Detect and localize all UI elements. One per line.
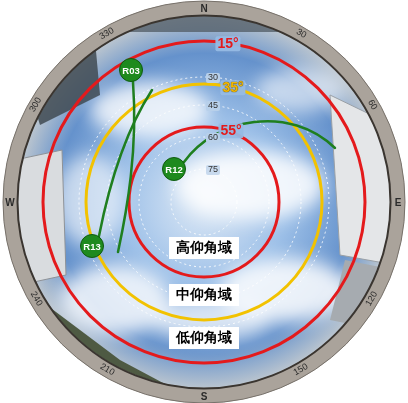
azimuth-label: 150 — [292, 362, 310, 378]
satellite-marker: R03 — [119, 58, 143, 82]
high-elevation-boundary — [129, 127, 279, 277]
elevation-label: 30 — [206, 73, 220, 83]
azimuth-label: 60 — [365, 98, 379, 112]
elevation-boundary-label: 55° — [218, 123, 243, 138]
satellite-track — [118, 82, 134, 252]
cardinal-direction: W — [5, 197, 14, 208]
region-label: 高仰角域 — [169, 237, 239, 259]
region-name: 中仰角域 — [175, 286, 233, 304]
elevation-grid — [79, 77, 329, 327]
elevation-label: 45 — [206, 101, 220, 111]
satellite-disc — [163, 158, 186, 181]
satellite-track — [99, 90, 152, 236]
azimuth-label: 240 — [28, 290, 44, 308]
azimuth-label: 210 — [98, 362, 116, 378]
satellite-id: R03 — [122, 65, 139, 76]
fisheye-photo — [10, 12, 395, 392]
elevation-label: 75 — [206, 165, 220, 175]
elevation-label: 60 — [206, 133, 220, 143]
region-label: 中仰角域 — [169, 284, 239, 306]
lens-rim — [3, 1, 405, 403]
cardinal-direction: S — [201, 391, 208, 402]
region-label: 低仰角域 — [169, 327, 239, 349]
low-elevation-boundary — [43, 41, 365, 363]
satellite-disc — [81, 235, 104, 258]
elevation-boundary-label: 35° — [220, 80, 245, 95]
region-name: 高仰角域 — [175, 239, 233, 257]
azimuth-label: 330 — [98, 26, 116, 42]
clouds — [55, 68, 350, 340]
satellite-marker: R13 — [80, 234, 104, 258]
cardinal-direction: N — [200, 3, 207, 14]
cardinal-direction: E — [395, 197, 402, 208]
photo-edge — [18, 16, 391, 389]
satellite-marker: R12 — [162, 157, 186, 181]
satellite-id: R12 — [165, 164, 182, 175]
mid-elevation-boundary — [86, 84, 322, 320]
region-name: 低仰角域 — [175, 329, 233, 347]
azimuth-label: 30 — [294, 27, 308, 41]
satellite-id: R13 — [83, 241, 100, 252]
azimuth-label: 120 — [364, 290, 380, 308]
satellite-disc — [120, 59, 143, 82]
elevation-boundary-label: 15° — [215, 36, 240, 51]
buildings — [10, 12, 395, 392]
azimuth-label: 300 — [28, 96, 44, 114]
satellite-track — [184, 121, 335, 162]
satellite-tracks — [99, 82, 335, 252]
